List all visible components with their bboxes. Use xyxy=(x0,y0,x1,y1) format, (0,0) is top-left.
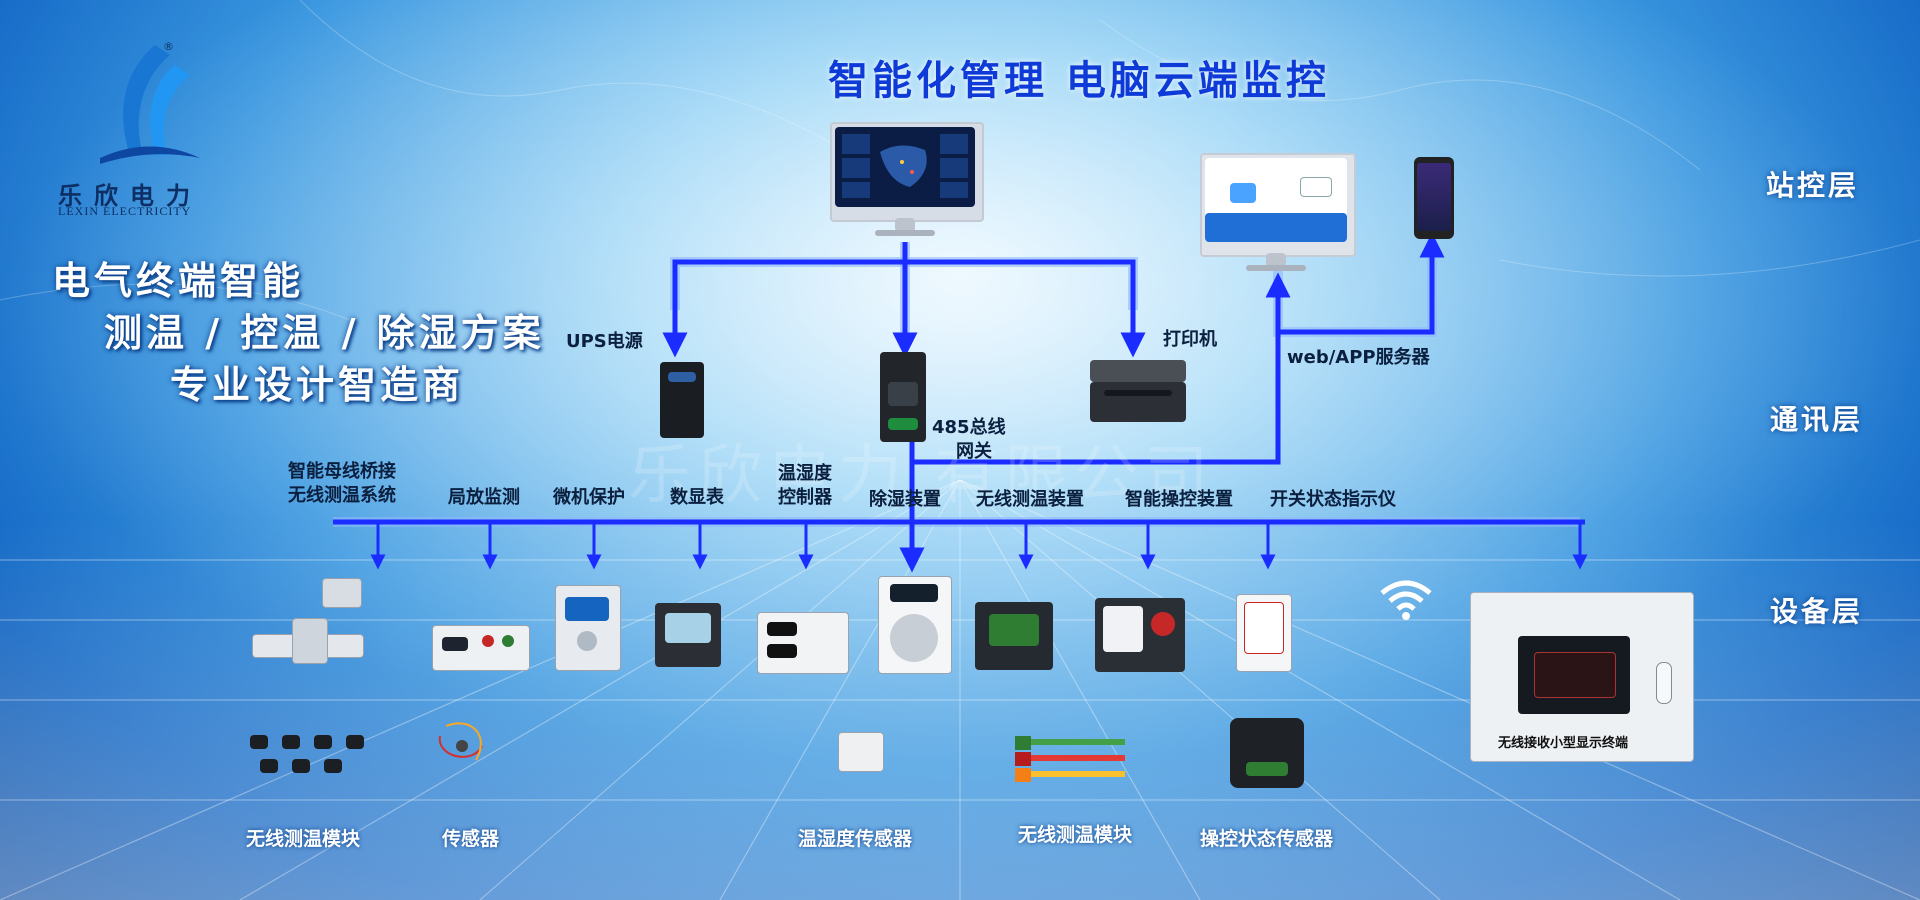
layer-communication: 通讯层 xyxy=(1770,403,1864,436)
wireless-display-terminal: 无线接收小型显示终端 xyxy=(1470,592,1694,762)
brand-name-en: LEXIN ELECTRICITY xyxy=(58,204,192,218)
intelligent-control-device xyxy=(1095,598,1185,672)
ups-device xyxy=(660,362,704,438)
gateway-device xyxy=(880,352,926,442)
main-monitor xyxy=(830,122,984,242)
headline: 智能化管理 电脑云端监控 xyxy=(828,58,1330,104)
bus-drops xyxy=(370,522,1588,570)
temp-humidity-sensor-device xyxy=(838,732,884,772)
wire-to-printer xyxy=(905,259,1146,358)
printer-label: 打印机 xyxy=(1163,329,1217,350)
sensor-label-sensor: 传感器 xyxy=(442,828,500,850)
sensor-device xyxy=(438,722,483,761)
sensor-label-temp-humidity: 温湿度传感器 xyxy=(798,828,913,850)
mobile-phone xyxy=(1414,157,1454,239)
switch-status-indicator-device xyxy=(1236,594,1292,672)
bus-device-label-8: 智能操控装置 xyxy=(1125,489,1233,510)
wire-to-ups xyxy=(662,259,905,358)
wireless-module-1-device xyxy=(250,735,380,775)
sensor-label-control-state: 操控状态传感器 xyxy=(1200,828,1334,850)
layer-device: 设备层 xyxy=(1770,595,1864,628)
sensor-label-wireless-module-1: 无线测温模块 xyxy=(246,828,361,850)
web-monitor xyxy=(1200,153,1356,275)
bus-device-label-3: 微机保护 xyxy=(553,487,625,508)
digital-meter-device xyxy=(655,603,721,667)
partial-discharge-device xyxy=(432,625,530,671)
wireless-temp-device xyxy=(975,602,1053,670)
ups-label: UPS电源 xyxy=(566,331,643,352)
wire-gateway-to-server xyxy=(912,272,1291,465)
dashboard-screen xyxy=(842,134,968,198)
wifi-icon xyxy=(1380,580,1432,620)
gateway-label-line1: 485总线 xyxy=(932,417,1006,438)
wave-sail-logo xyxy=(100,45,200,164)
slogan-line-3: 专业设计智造商 xyxy=(170,363,465,407)
gateway-label-line2: 网关 xyxy=(956,441,992,462)
layer-station: 站控层 xyxy=(1766,169,1860,202)
slogan-line-2: 测温 / 控温 / 除湿方案 xyxy=(104,311,545,355)
wireless-module-2-device xyxy=(1015,736,1125,782)
watermark: 乐欣电力 有限公司 xyxy=(628,439,1215,513)
wire-server-to-phone xyxy=(1278,232,1445,335)
microcomputer-protection-device xyxy=(555,585,621,671)
control-state-sensor-device xyxy=(1230,718,1304,788)
slogan-line-1: 电气终端智能 xyxy=(52,259,305,303)
bus-device-label-4: 数显表 xyxy=(670,487,724,508)
bus-device-label-7: 无线测温装置 xyxy=(976,489,1084,510)
sensor-label-wireless-module-2: 无线测温模块 xyxy=(1018,824,1133,846)
printer-device xyxy=(1090,360,1186,422)
registered-mark: ® xyxy=(163,40,174,53)
dehumidifier-device xyxy=(878,576,952,674)
brand-name-cn: 乐欣电力 xyxy=(58,181,202,210)
server-label: web/APP服务器 xyxy=(1287,347,1430,368)
temp-humidity-controller-device xyxy=(757,612,849,674)
busbar-bridge-device xyxy=(252,578,364,668)
bus-device-label-2: 局放监测 xyxy=(448,487,520,508)
bus-device-label-9: 开关状态指示仪 xyxy=(1270,489,1396,510)
bus-device-label-5: 温湿度控制器 xyxy=(778,463,832,508)
bus-device-label-1: 智能母线桥接无线测温系统 xyxy=(288,461,396,506)
bus-device-label-6: 除湿装置 xyxy=(869,489,941,510)
terminal-label: 无线接收小型显示终端 xyxy=(1498,736,1629,751)
